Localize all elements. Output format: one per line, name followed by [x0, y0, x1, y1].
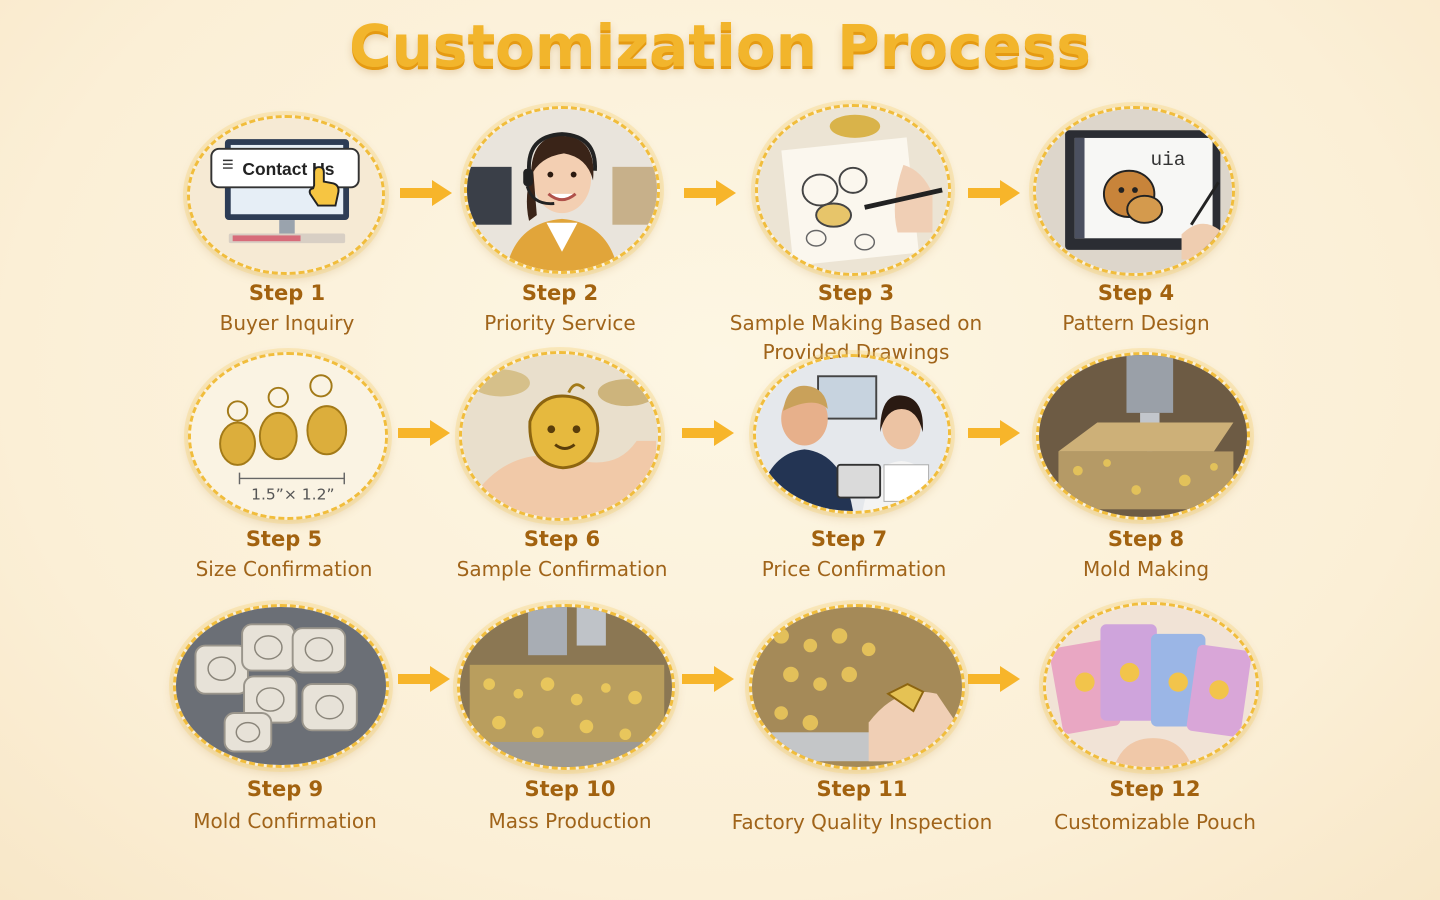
- step-2-description: Priority Service: [484, 311, 636, 335]
- step-1-label: Step 1: [248, 281, 326, 305]
- arrow-icon: [398, 666, 450, 692]
- step-6-image: [459, 351, 661, 521]
- step-12-image: [1043, 602, 1259, 770]
- arrow-icon: [684, 180, 736, 206]
- step-11-description: Factory Quality Inspection: [731, 810, 993, 834]
- step-10-image: [457, 604, 675, 770]
- step-12-description: Customizable Pouch: [1054, 810, 1256, 834]
- step-3-image: [755, 104, 951, 276]
- step-1-description: Buyer Inquiry: [219, 311, 355, 335]
- step-4-image: uia: [1033, 106, 1235, 276]
- contact-us-text: Contact Us: [242, 159, 334, 179]
- step-2-image: [464, 106, 660, 274]
- step-9-description: Mold Confirmation: [193, 809, 377, 833]
- size-text: 1.5”× 1.2”: [251, 486, 334, 504]
- step-8-label: Step 8: [1107, 527, 1185, 551]
- step-7-description: Price Confirmation: [761, 557, 947, 581]
- arrow-icon: [682, 420, 734, 446]
- step-4-label: Step 4: [1097, 281, 1175, 305]
- arrow-icon: [968, 666, 1020, 692]
- step-9-image: [173, 604, 389, 768]
- step-8-image: [1036, 352, 1250, 520]
- step-5-label: Step 5: [245, 527, 323, 551]
- arrow-icon: [968, 420, 1020, 446]
- step-10-label: Step 10: [524, 777, 616, 801]
- step-11-label: Step 11: [816, 777, 908, 801]
- step-4-description: Pattern Design: [1062, 311, 1210, 335]
- step-1-image: Contact Us: [187, 115, 385, 275]
- step-3-description-line-1: Sample Making Based on: [729, 311, 983, 335]
- step-5-image: 1.5”× 1.2”: [188, 352, 388, 520]
- step-10-description: Mass Production: [488, 809, 652, 833]
- step-2-label: Step 2: [521, 281, 599, 305]
- step-12-label: Step 12: [1109, 777, 1201, 801]
- step-6-label: Step 6: [523, 527, 601, 551]
- step-5-description: Size Confirmation: [195, 557, 373, 581]
- arrow-icon: [682, 666, 734, 692]
- step-8-description: Mold Making: [1082, 557, 1210, 581]
- arrow-icon: [398, 420, 450, 446]
- arrow-icon: [968, 180, 1020, 206]
- step-3-label: Step 3: [817, 281, 895, 305]
- uia-text: uia: [1150, 149, 1185, 171]
- page-title: Customization Process: [349, 12, 1091, 80]
- arrow-icon: [400, 180, 452, 206]
- step-6-description: Sample Confirmation: [456, 557, 668, 581]
- step-7-image: [753, 354, 951, 514]
- step-11-image: [749, 604, 965, 770]
- step-9-label: Step 9: [246, 777, 324, 801]
- step-7-label: Step 7: [810, 527, 888, 551]
